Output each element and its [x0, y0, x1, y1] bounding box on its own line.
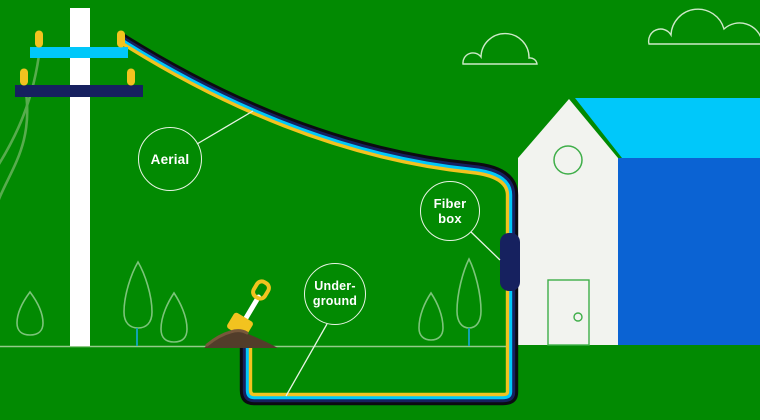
underground-connector-line	[285, 323, 328, 397]
dirt-mound-icon	[204, 329, 278, 348]
insulator-icon	[35, 30, 43, 48]
tree-icon	[160, 291, 188, 343]
cable-stripe-yellow	[123, 43, 510, 397]
trees-group	[16, 257, 482, 346]
tree-icon	[418, 291, 444, 341]
fiber-box-icon	[500, 233, 520, 291]
cloud-icon	[462, 32, 538, 65]
insulator-icon	[127, 68, 135, 86]
utility-pole-icon	[15, 8, 143, 346]
shovel-icon	[227, 279, 271, 338]
power-wire	[0, 45, 42, 165]
fiber-box-label-line2: box	[438, 211, 462, 226]
underground-label-line2: ground	[312, 294, 358, 308]
fiber-box-label-line1: Fiber	[433, 196, 467, 211]
house-wall	[618, 158, 760, 345]
fiber-box-label: Fiber box	[420, 181, 480, 241]
cloud-icon	[647, 8, 760, 45]
power-wire	[0, 84, 29, 201]
tree-icon	[456, 257, 482, 329]
tree-icon	[16, 290, 44, 336]
cable-stripe-cyan	[123, 40, 513, 400]
aerial-label-text: Aerial	[150, 151, 190, 167]
cable-stripe-black	[123, 34, 519, 406]
door-knob-icon	[573, 312, 583, 322]
underground-label-line1: Under-	[314, 279, 356, 293]
pole-crossarm-cyan	[30, 47, 128, 58]
house-icon	[518, 98, 760, 346]
house-gable	[518, 99, 618, 345]
underground-label: Under- ground	[304, 263, 366, 325]
insulator-icon	[117, 30, 125, 48]
dirt-highlight	[205, 329, 249, 347]
fiberbox-connector-line	[470, 231, 501, 261]
pole-mast	[70, 8, 90, 346]
house-roof	[575, 98, 760, 158]
power-lines-icon	[0, 45, 42, 201]
clouds-group	[462, 8, 760, 65]
door-icon	[547, 279, 590, 346]
round-window-icon	[553, 145, 583, 175]
shovel-handle	[251, 279, 271, 301]
aerial-fiber-cable-icon	[123, 34, 519, 406]
pole-crossarm-navy	[15, 85, 143, 97]
cable-stripe-navy	[123, 37, 516, 403]
connectors	[196, 110, 501, 397]
aerial-connector-line	[196, 110, 254, 145]
insulator-icon	[20, 68, 28, 86]
aerial-label: Aerial	[138, 127, 202, 191]
tree-icon	[123, 260, 153, 329]
insulators	[20, 30, 135, 86]
